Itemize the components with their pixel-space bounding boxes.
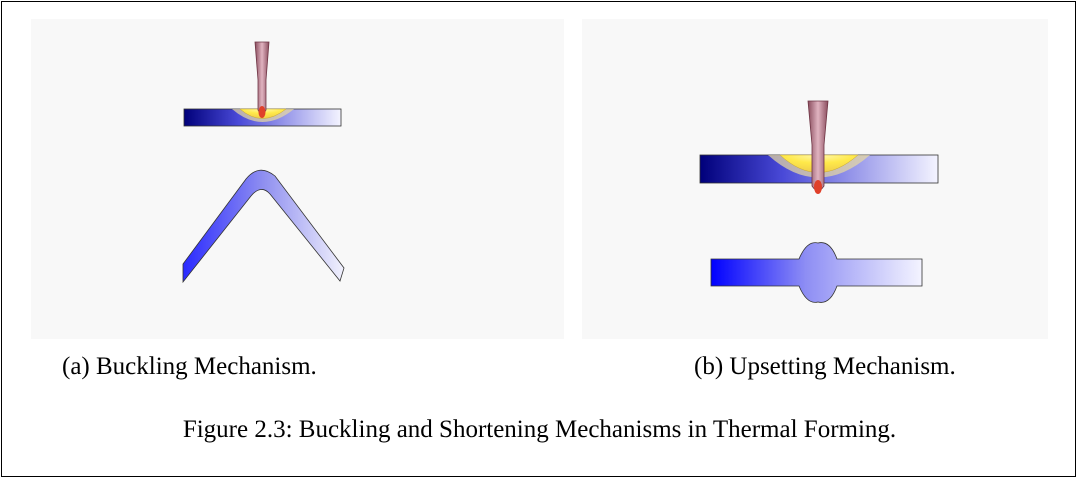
panel-a-background [31, 19, 564, 339]
panel-b-upset-plate [710, 242, 923, 303]
panel-a-caption: (a) Buckling Mechanism. [62, 353, 317, 380]
figure-caption: Figure 2.3: Buckling and Shortening Mech… [182, 416, 897, 443]
panel-b-laser-beam [807, 100, 829, 194]
panel-a-buckled-plate [182, 169, 345, 284]
panel-a-laser-beam [254, 41, 270, 118]
panel-b-caption: (b) Upsetting Mechanism. [694, 353, 956, 380]
